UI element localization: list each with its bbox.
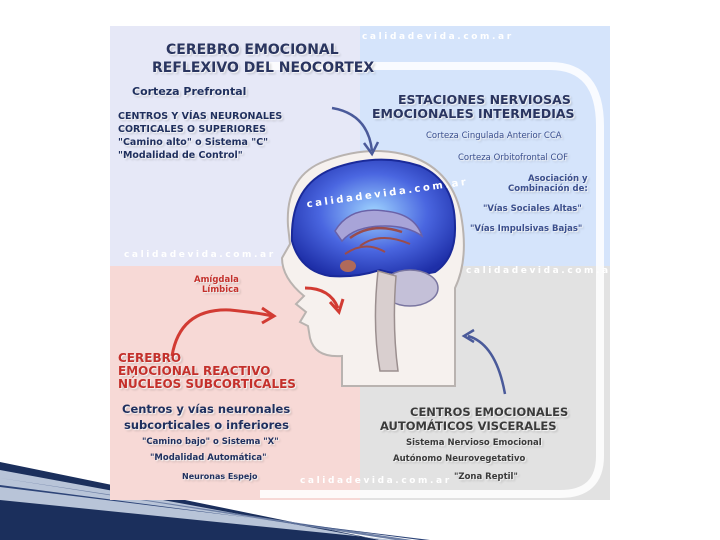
bottom-right-line3: "Zona Reptil" bbox=[454, 472, 518, 482]
bottom-left-line1: Centros y vías neuronales bbox=[122, 402, 291, 416]
bottom-right-title-line1: CENTROS EMOCIONALES bbox=[410, 405, 569, 419]
arrow-bottom-left bbox=[170, 308, 273, 357]
top-right-line5: "Vías Sociales Altas" bbox=[483, 204, 582, 214]
bottom-left-line2: subcorticales o inferiores bbox=[124, 418, 289, 432]
amygdala-label-line1: Amígdala bbox=[194, 275, 239, 285]
top-left-line1: CENTROS Y VÍAS NEURONALES bbox=[118, 111, 283, 122]
top-right-line4: Combinación de: bbox=[508, 184, 588, 194]
top-left-line3: "Camino alto" o Sistema "C" bbox=[118, 137, 269, 148]
bottom-left-line3: "Camino bajo" o Sistema "X" bbox=[142, 437, 279, 447]
arrow-bottom-right bbox=[467, 334, 507, 395]
limbic-structures bbox=[334, 209, 424, 243]
watermark-mid-left: calidadevida.com.ar bbox=[124, 250, 276, 260]
arrow-amygdala bbox=[304, 286, 340, 309]
bottom-left-line4: "Modalidad Automática" bbox=[150, 453, 267, 463]
top-right-title-line2: EMOCIONALES INTERMEDIAS bbox=[372, 106, 575, 121]
head-brain-illustration bbox=[170, 62, 604, 498]
top-right-line1: Corteza Cingulada Anterior CCA bbox=[426, 131, 562, 141]
top-left-line4: "Modalidad de Control" bbox=[118, 150, 243, 161]
top-left-line2: CORTICALES O SUPERIORES bbox=[118, 124, 266, 135]
amygdala-label-line2: Límbica bbox=[202, 285, 239, 295]
top-right-line2: Corteza Orbitofrontal COF bbox=[458, 153, 569, 163]
emotional-brain-diagram: calidadevida.com.ar calidadevida.com.ar … bbox=[110, 26, 610, 500]
watermark-mid-right: calidadevida.com.ar bbox=[466, 266, 610, 276]
bottom-right-line1: Sistema Nervioso Emocional bbox=[406, 438, 542, 448]
top-left-subtitle: Corteza Prefrontal bbox=[132, 85, 247, 98]
watermark-top: calidadevida.com.ar bbox=[362, 32, 514, 42]
bottom-right-line2: Autónomo Neurovegetativo bbox=[393, 454, 526, 464]
bottom-left-title-line3: NÚCLEOS SUBCORTICALES bbox=[118, 377, 296, 391]
watermark-bottom: calidadevida.com.ar bbox=[300, 476, 452, 486]
top-right-line6: "Vías Impulsivas Bajas" bbox=[470, 224, 583, 234]
bottom-right-title-line2: AUTOMÁTICOS VISCERALES bbox=[380, 419, 557, 433]
arrow-top-left bbox=[331, 106, 374, 152]
top-right-line3: Asociación y bbox=[528, 174, 588, 184]
bottom-left-line5: Neuronas Espejo bbox=[182, 472, 258, 481]
top-left-title-line1: CEREBRO EMOCIONAL bbox=[166, 42, 339, 58]
top-right-title-line1: ESTACIONES NERVIOSAS bbox=[398, 92, 571, 107]
bottom-left-title-line1: CEREBRO bbox=[118, 351, 182, 365]
top-left-title-line2: REFLEXIVO DEL NEOCORTEX bbox=[152, 60, 375, 76]
amygdala-mark bbox=[340, 260, 356, 272]
brain-stem bbox=[374, 270, 399, 372]
bottom-left-title-line2: EMOCIONAL REACTIVO bbox=[118, 364, 271, 378]
